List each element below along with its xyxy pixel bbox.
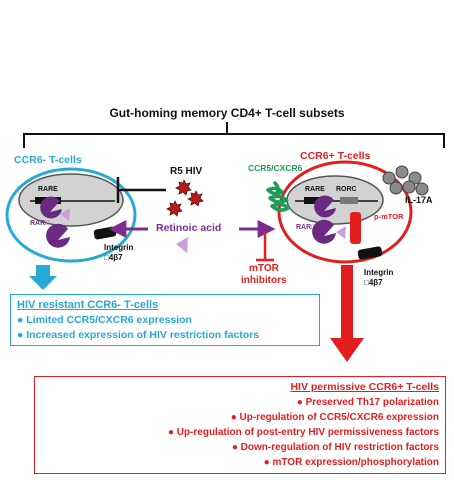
permissive-item-text: Down-regulation of HIV restriction facto… xyxy=(240,442,439,453)
il17a-label: IL-17A xyxy=(405,195,433,205)
resistant-title: HIV resistant CCR6- T-cells xyxy=(17,299,159,311)
resistant-item-text: Limited CCR5/CXCR6 expression xyxy=(26,314,192,326)
right-rar-pacman-1 xyxy=(314,195,336,218)
permissive-item: ● Up-regulation of CCR5/CXCR6 expression xyxy=(230,412,439,423)
left-rar-pacman-2 xyxy=(46,223,70,248)
right-down-arrow xyxy=(330,265,364,362)
right-integrin-label: Integrin xyxy=(364,268,394,277)
mtor-cylinder xyxy=(350,212,361,244)
permissive-item-text: Up-regulation of post-entry HIV permissi… xyxy=(176,427,439,438)
resistant-item: ● Limited CCR5/CXCR6 expression xyxy=(17,314,192,326)
virus-label: R5 HIV xyxy=(170,166,203,177)
left-down-arrow xyxy=(29,265,57,290)
right-cell-label: CCR6+ T-cells xyxy=(300,150,371,162)
top-bracket xyxy=(23,133,445,148)
resistant-box: HIV resistant CCR6- T-cells ● Limited CC… xyxy=(10,294,320,346)
resistant-item: ● Increased expression of HIV restrictio… xyxy=(17,329,260,341)
right-rorc-label: RORC xyxy=(336,186,357,193)
left-cell-label: CCR6- T-cells xyxy=(14,154,82,166)
permissive-item: ● Preserved Th17 polarization xyxy=(296,397,439,408)
left-integrin-sub: □4β7 xyxy=(104,253,123,262)
right-rar-pacman-2 xyxy=(312,219,336,244)
ccr5-label: CCR5/CXCR6 xyxy=(248,163,303,173)
permissive-item-text: Up-regulation of CCR5/CXCR6 expression xyxy=(239,412,439,423)
mtor-inhibitors-line2: inhibitors xyxy=(241,275,287,286)
right-rare-label: RARE xyxy=(305,186,325,193)
right-rar-label: RAR□ xyxy=(296,224,316,231)
hiv-virions xyxy=(166,178,204,217)
permissive-item: ● Up-regulation of post-entry HIV permis… xyxy=(167,427,439,438)
permissive-box: HIV permissive CCR6+ T-cells ● Preserved… xyxy=(34,376,446,474)
right-cell-nucleus xyxy=(286,175,384,225)
left-cell-nucleus xyxy=(18,173,124,227)
permissive-item: ● Down-regulation of HIV restriction fac… xyxy=(231,442,439,453)
right-rar-ligand xyxy=(336,226,346,239)
retinoic-acid-label: Retinoic acid xyxy=(156,222,222,234)
left-rare-label: RARE xyxy=(38,186,58,193)
left-rar-pacman-1 xyxy=(40,196,62,219)
permissive-title: HIV permissive CCR6+ T-cells xyxy=(290,381,439,393)
right-rorc-box xyxy=(340,197,358,204)
right-integrin xyxy=(357,246,383,260)
permissive-item: ● mTOR expression/phosphorylation xyxy=(263,457,439,468)
left-rar-label: RAR□ xyxy=(30,220,50,227)
permissive-item-text: mTOR expression/phosphorylation xyxy=(272,457,439,468)
ra-ligand-center xyxy=(176,237,188,253)
left-rar-ligand-1 xyxy=(60,208,70,221)
il17a-cluster xyxy=(382,165,429,196)
pmtor-label: p-mTOR xyxy=(374,212,404,221)
permissive-item-text: Preserved Th17 polarization xyxy=(305,397,439,408)
right-integrin-sub: □4β7 xyxy=(364,278,383,287)
left-integrin-label: Integrin xyxy=(104,243,134,252)
resistant-item-text: Increased expression of HIV restriction … xyxy=(26,329,260,341)
mtor-inhibitors-line1: mTOR xyxy=(249,263,279,274)
ccr5-receptor xyxy=(266,181,291,212)
right-rare-box xyxy=(304,197,326,204)
diagram-title: Gut-homing memory CD4+ T-cell subsets xyxy=(109,106,345,120)
